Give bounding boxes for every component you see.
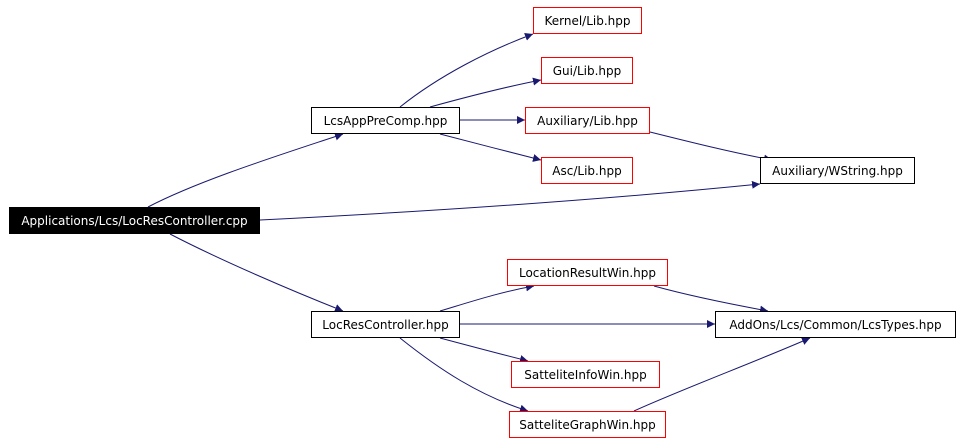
edge-loc-res-controller-to-sattelite-graph-win bbox=[399, 337, 529, 413]
edge-root-to-loc-res-controller bbox=[169, 233, 344, 312]
edge-root-to-lcs-app-pre-comp bbox=[147, 132, 344, 208]
edge-loc-res-controller-to-sattelite-info-win bbox=[439, 337, 529, 363]
edge-lcs-app-pre-comp-to-gui-lib bbox=[429, 77, 542, 108]
edge-auxiliary-lib-to-auxiliary-wstring bbox=[649, 131, 773, 163]
node-satteliteinfowin-hpp[interactable]: SatteliteInfoWin.hpp bbox=[511, 361, 660, 388]
node-sattelitegraphwin-hpp[interactable]: SatteliteGraphWin.hpp bbox=[509, 411, 666, 438]
node-kernel-lib-hpp[interactable]: Kernel/Lib.hpp bbox=[533, 7, 642, 34]
edge-sattelite-graph-win-to-lcs-types bbox=[633, 337, 811, 412]
node-locrescontroller-cpp[interactable]: Applications/Lcs/LocResController.cpp bbox=[9, 207, 260, 234]
edge-lcs-app-pre-comp-to-kernel-lib bbox=[399, 33, 534, 108]
edge-root-to-auxiliary-wstring bbox=[259, 180, 761, 221]
node-lcstypes-hpp[interactable]: AddOns/Lcs/Common/LcsTypes.hpp bbox=[715, 311, 956, 338]
node-locrescontroller-hpp[interactable]: LocResController.hpp bbox=[311, 311, 460, 338]
edge-location-result-win-to-lcs-types bbox=[653, 285, 769, 314]
edge-lcs-app-pre-comp-to-asc-lib bbox=[439, 133, 542, 162]
node-locationresultwin-hpp[interactable]: LocationResultWin.hpp bbox=[507, 259, 668, 286]
node-auxiliary-wstring-hpp[interactable]: Auxiliary/WString.hpp bbox=[760, 157, 915, 184]
node-lcsapp-precomp-hpp[interactable]: LcsAppPreComp.hpp bbox=[311, 107, 460, 134]
node-gui-lib-hpp[interactable]: Gui/Lib.hpp bbox=[541, 57, 633, 84]
node-asc-lib-hpp[interactable]: Asc/Lib.hpp bbox=[541, 157, 633, 184]
edge-loc-res-controller-to-location-result-win bbox=[439, 283, 535, 312]
node-auxiliary-lib-hpp[interactable]: Auxiliary/Lib.hpp bbox=[525, 107, 650, 134]
